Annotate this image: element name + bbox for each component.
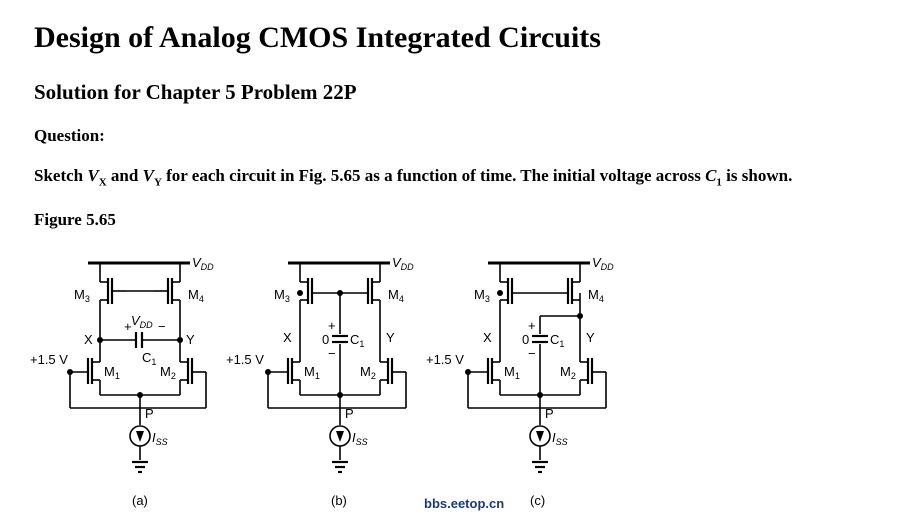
circuit-a-dots (67, 337, 183, 442)
m4-label-c: M4 (588, 287, 604, 304)
zero-b: 0 (322, 332, 329, 347)
m3-label-c: M3 (474, 287, 490, 304)
question-text: Sketch VX and VY for each circuit in Fig… (34, 166, 793, 189)
circuit-a (69, 261, 207, 474)
plus-b: + (328, 318, 336, 333)
m4-label-b: M4 (388, 287, 404, 304)
m3-label-a: M3 (74, 287, 90, 304)
input-voltage-b: +1.5 V (226, 352, 264, 367)
page-subtitle: Solution for Chapter 5 Problem 22P (34, 80, 357, 104)
m2-label-a: M2 (160, 364, 176, 381)
zero-c: 0 (522, 332, 529, 347)
y-label-b: Y (386, 330, 395, 345)
question-label: Question: (34, 126, 105, 145)
m1-label-c: M1 (504, 364, 520, 381)
vdd-label-c: VDD (592, 255, 614, 272)
input-voltage-c: +1.5 V (426, 352, 464, 367)
minus-a: − (158, 319, 166, 334)
circuit-b-dots (265, 290, 344, 442)
m3-label-b: M3 (274, 287, 290, 304)
vdd-label-a: VDD (192, 255, 214, 272)
p-label-b: P (345, 406, 354, 421)
x-label-c: X (483, 330, 492, 345)
c1-label-b: C1 (350, 332, 364, 349)
y-label-c: Y (586, 330, 595, 345)
circuit-c (467, 261, 607, 474)
y-label-a: Y (186, 332, 195, 347)
iss-label-a: ISS (152, 430, 168, 447)
figure-label: Figure 5.65 (34, 210, 116, 229)
p-label-a: P (145, 406, 154, 421)
c1-label-c: C1 (550, 332, 564, 349)
x-label-a: X (84, 332, 93, 347)
m4-label-a: M4 (188, 287, 204, 304)
cap-vdd-label-a: VDD (131, 313, 153, 330)
c1-label-a: C1 (142, 350, 156, 367)
m1-label-a: M1 (104, 364, 120, 381)
vdd-label-b: VDD (392, 255, 414, 272)
m1-label-b: M1 (304, 364, 320, 381)
minus-b: − (328, 346, 336, 361)
m2-label-b: M2 (360, 364, 376, 381)
m2-label-c: M2 (560, 364, 576, 381)
input-voltage-a: +1.5 V (30, 352, 68, 367)
plus-c: + (528, 318, 536, 333)
circuit-c-dots (465, 290, 583, 442)
iss-label-c: ISS (552, 430, 568, 447)
p-label-c: P (545, 406, 554, 421)
circuit-b (267, 261, 407, 474)
page-title: Design of Analog CMOS Integrated Circuit… (34, 21, 601, 54)
caption-a: (a) (132, 493, 148, 508)
plus-a: + (124, 319, 132, 334)
iss-label-b: ISS (352, 430, 368, 447)
caption-b: (b) (331, 493, 347, 508)
watermark: bbs.eetop.cn (424, 496, 505, 511)
minus-c: − (528, 346, 536, 361)
caption-c: (c) (530, 493, 545, 508)
x-label-b: X (283, 330, 292, 345)
